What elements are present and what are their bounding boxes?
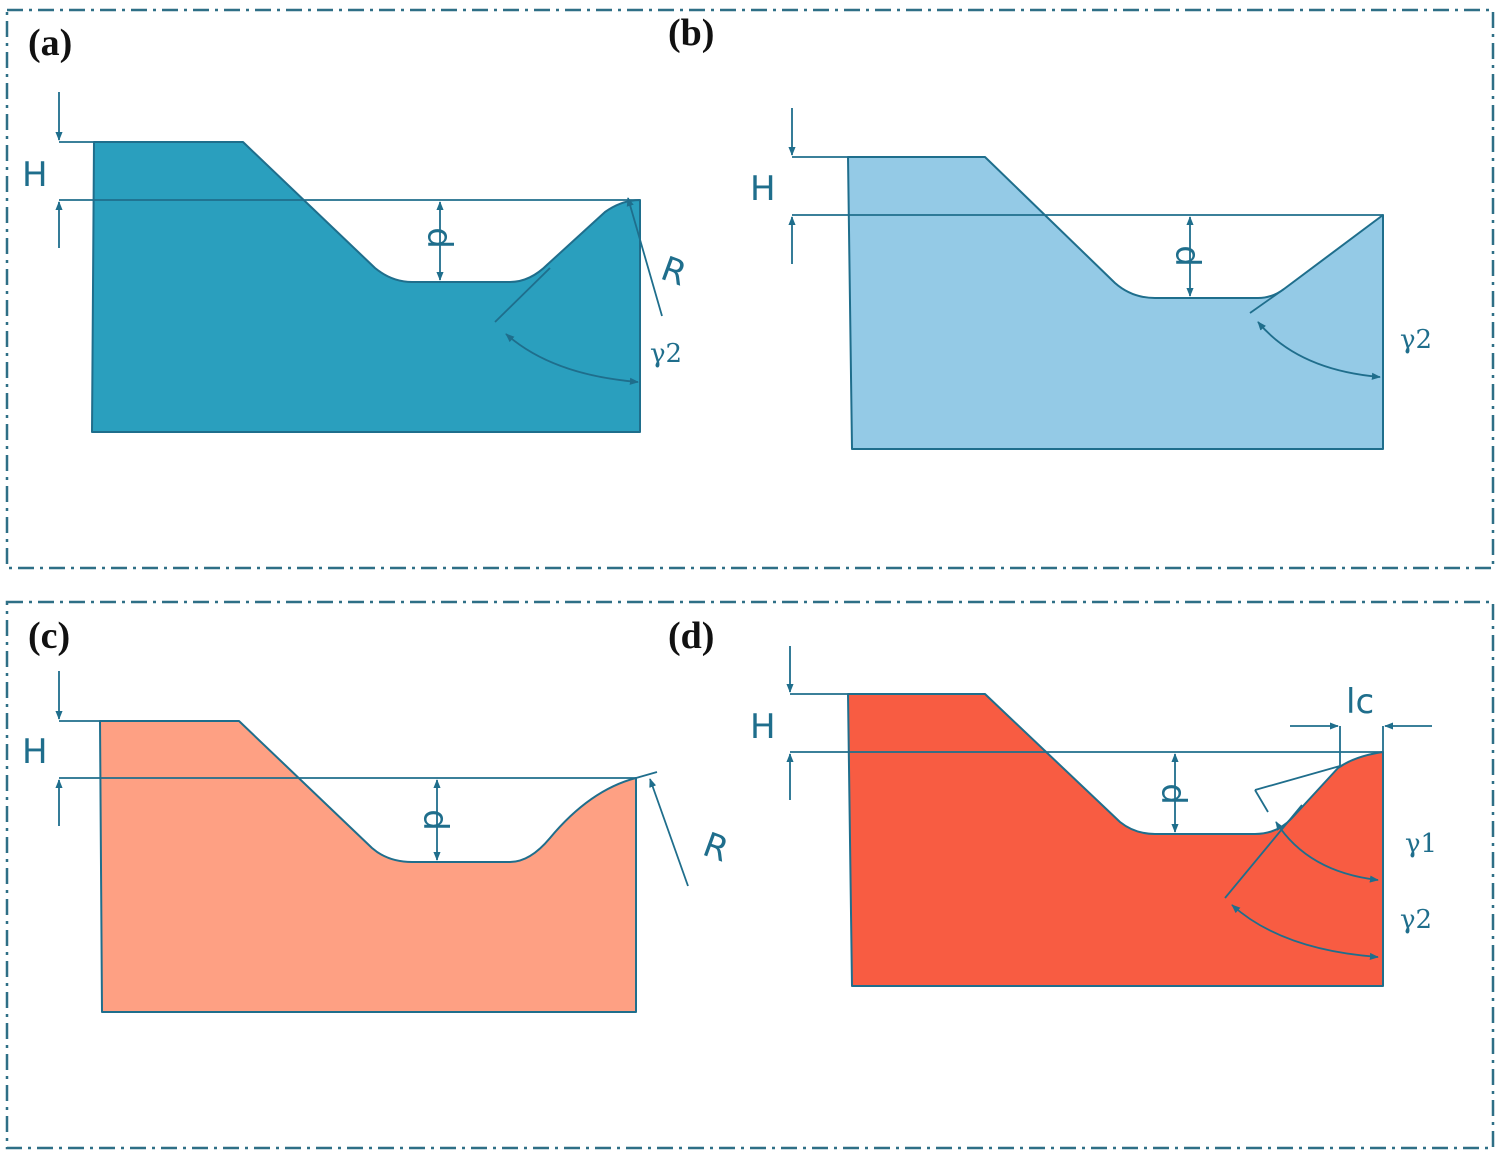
panel-b-profile <box>847 156 1384 450</box>
panel-c-r-label: R <box>698 825 734 871</box>
panel-b-gamma-leg <box>1249 288 1285 314</box>
panel-d-lc-label: lc <box>1346 682 1374 722</box>
bottom-frame <box>5 600 1495 1150</box>
panel-d-gamma1-arc <box>1275 821 1379 883</box>
panel-c-r-arrow <box>649 778 689 887</box>
panel-a-gamma-leg <box>494 267 551 323</box>
panel-d-gamma1-leg-top <box>1254 765 1341 791</box>
panel-d-gamma2-leg <box>1224 804 1303 899</box>
panel-c-r-tick <box>635 771 658 779</box>
panel-a-profile <box>91 141 641 433</box>
panel-d-gamma2-arc <box>1231 904 1379 960</box>
panel-b-h-label: H <box>750 169 776 209</box>
panel-b: (b) H d γ2 <box>668 12 1432 450</box>
panel-a-gamma2-arc <box>505 333 639 385</box>
panel-a-label: (a) <box>28 22 72 64</box>
panel-b-gamma2-arc <box>1257 321 1381 380</box>
panel-d-label: (d) <box>668 615 714 657</box>
panel-d-gamma1-label: γ1 <box>1405 829 1437 859</box>
panel-a-r-arrow <box>626 197 663 317</box>
panel-a-r-label: R <box>656 249 692 295</box>
panel-a: (a) H d R γ2 <box>22 22 692 433</box>
panel-c: (c) H d R <box>22 615 734 1013</box>
panel-c-label: (c) <box>28 615 70 657</box>
panel-b-label: (b) <box>668 12 714 54</box>
panel-d-h-label: H <box>750 707 776 747</box>
panel-d-gamma1-leg-side <box>1254 789 1269 813</box>
panel-d: (d) H d lc γ1 γ2 <box>668 615 1437 987</box>
panel-c-d-label: d <box>415 809 455 831</box>
panel-c-profile <box>99 720 637 1013</box>
panel-d-gamma2-label: γ2 <box>1400 905 1432 935</box>
panel-a-gamma2-label: γ2 <box>650 339 682 369</box>
panel-c-h-label: H <box>22 732 48 772</box>
panel-d-profile <box>847 693 1384 987</box>
panel-d-d-label: d <box>1153 783 1193 805</box>
panel-a-h-label: H <box>22 155 48 195</box>
panel-b-d-label: d <box>1167 245 1207 267</box>
panel-a-d-label: d <box>419 227 459 249</box>
panel-b-gamma2-label: γ2 <box>1400 325 1432 355</box>
